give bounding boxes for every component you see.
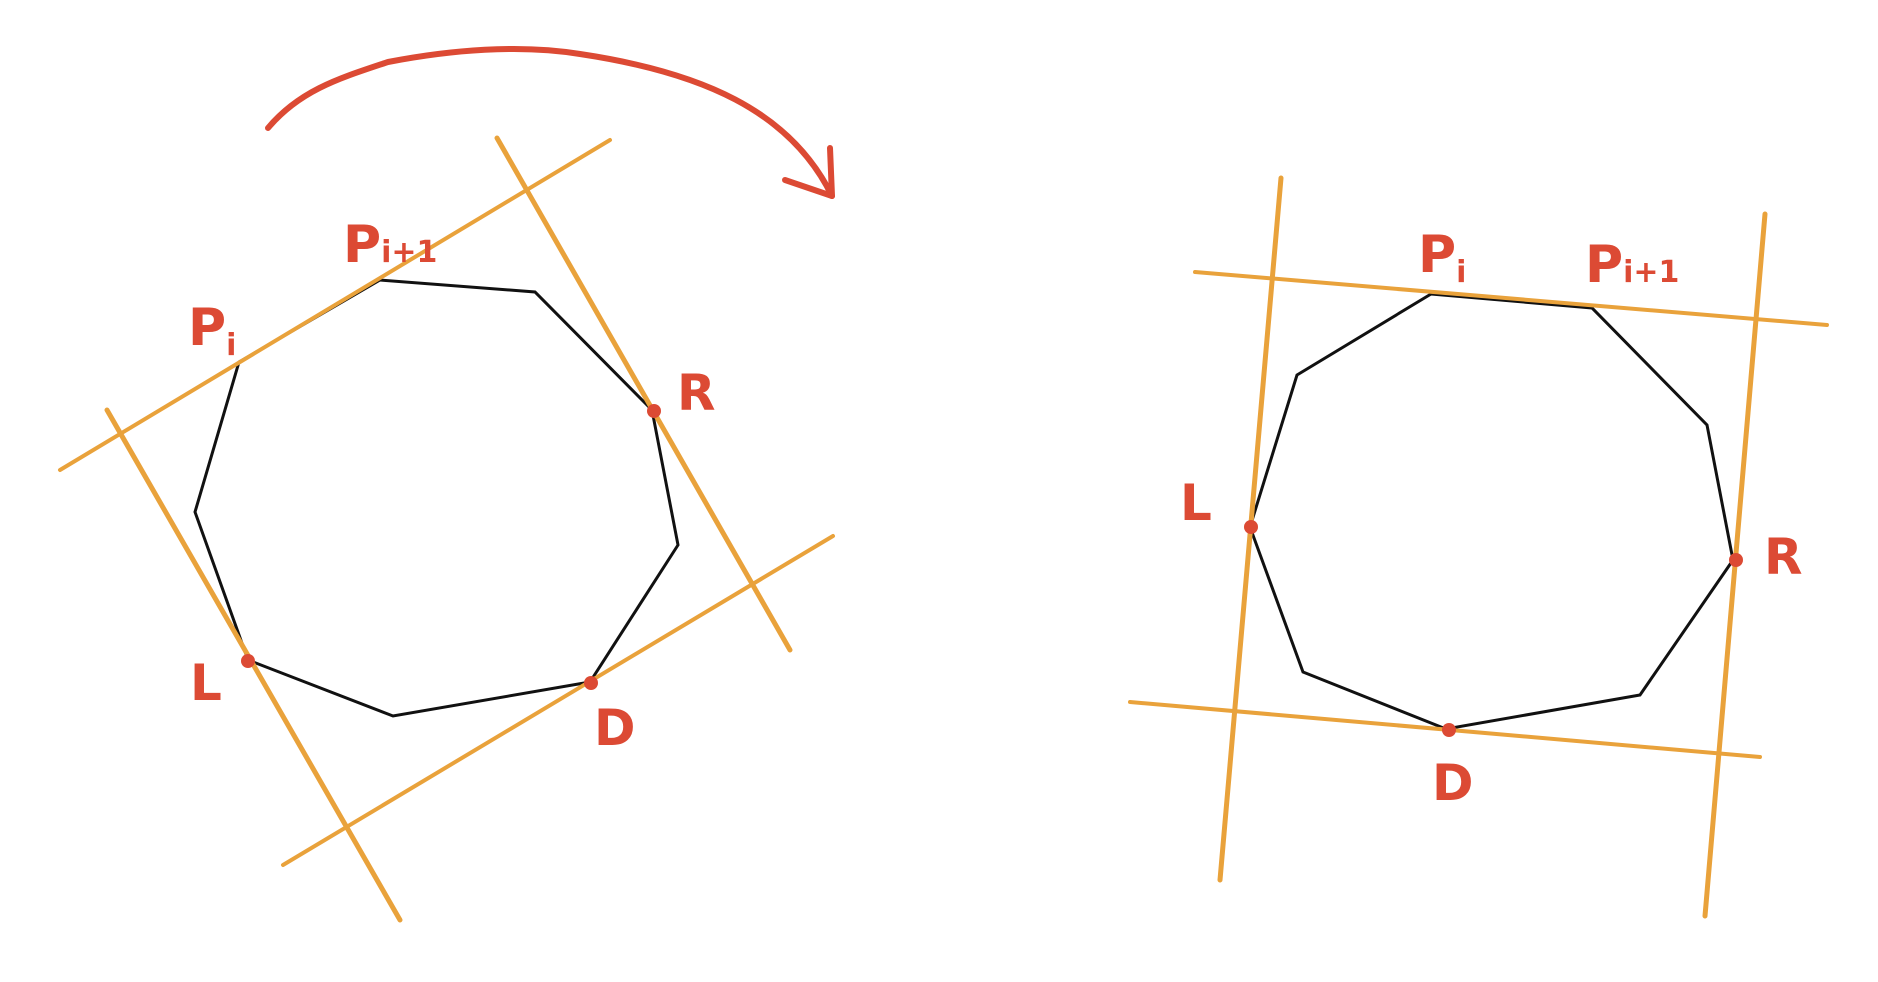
right-panel: Pi Pi+1 L R D (1128, 175, 1829, 919)
right-label-p-i: Pi (1418, 225, 1466, 290)
left-panel: Pi+1 Pi R L D (58, 45, 835, 923)
left-point-d (584, 676, 598, 690)
right-convex-polygon (1248, 292, 1735, 731)
left-label-p-i: Pi (188, 298, 236, 363)
right-point-r (1729, 553, 1743, 567)
right-point-l (1244, 520, 1258, 534)
right-label-p-i1: Pi+1 (1585, 235, 1679, 295)
rotation-arrow (265, 45, 835, 199)
rotation-arrow-head (782, 145, 835, 199)
right-label-d: D (1432, 754, 1474, 812)
left-label-d: D (594, 699, 636, 757)
left-support-line-bottom (281, 534, 835, 867)
right-point-d (1442, 723, 1456, 737)
right-label-l: L (1180, 474, 1212, 532)
left-support-line-top (58, 138, 612, 472)
right-label-r: R (1764, 528, 1803, 586)
left-label-r: R (677, 364, 716, 422)
left-label-p-i1: Pi+1 (343, 215, 437, 275)
left-convex-polygon (193, 278, 680, 718)
left-point-l (241, 654, 255, 668)
left-point-r (647, 404, 661, 418)
right-support-line-top (1193, 270, 1829, 327)
left-label-l: L (190, 654, 222, 712)
left-support-line-right (494, 135, 793, 653)
